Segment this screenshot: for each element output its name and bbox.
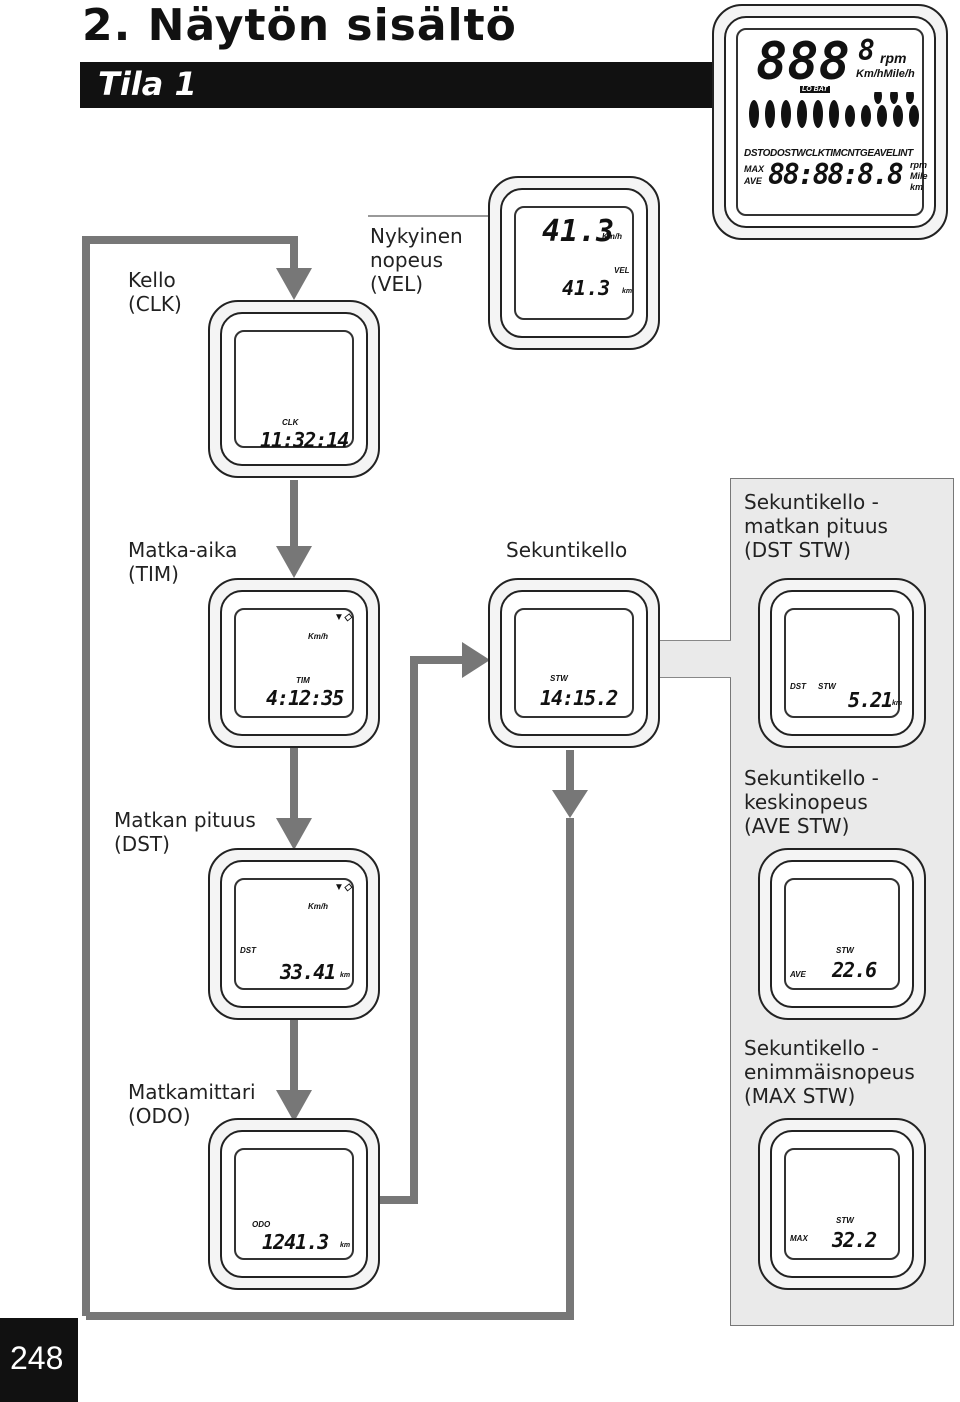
device-max-stw: STW MAX 32.2: [758, 1118, 926, 1290]
odo-value: 1241.3: [262, 1230, 329, 1254]
full-small-digit: 8: [858, 34, 875, 67]
dst-stw-unit: km: [892, 700, 903, 707]
tim-speed-unit: Km/h: [308, 632, 328, 641]
tim-value: 4:12:35: [266, 686, 344, 710]
stw-value: 14:15.2: [540, 686, 618, 710]
device-vel: 41.3 Km/h VEL 41.3 km: [488, 176, 660, 350]
full-max: MAX: [744, 164, 764, 174]
label-dst: Matkan pituus (DST): [114, 808, 256, 856]
arrow-line-odo-stw: [380, 656, 462, 1204]
page-number: 248: [10, 1340, 64, 1376]
lo-bat-indicator: LO BAT: [800, 86, 830, 93]
max-stw-value: 32.2: [832, 1228, 877, 1252]
label-stopwatch: Sekuntikello: [506, 538, 628, 562]
ave-stw-mode: AVE: [790, 970, 806, 979]
dst-speed-unit: Km/h: [308, 902, 328, 911]
device-odo: ODO 1241.3 km: [208, 1118, 380, 1290]
full-km: km: [910, 182, 924, 192]
vel-top-unit: Km/h: [602, 232, 622, 241]
dst-unit: km: [340, 972, 351, 979]
arrow-head-dst: [276, 818, 312, 850]
ave-stw-mode2: STW: [836, 946, 854, 955]
page-title: 2. Näytön sisältö: [82, 0, 517, 51]
label-odo: Matkamittari (ODO): [128, 1080, 256, 1128]
clk-mode: CLK: [282, 418, 299, 427]
ave-stw-value: 22.6: [832, 958, 877, 982]
full-mile: Mile: [910, 171, 928, 181]
arrow-head-odo: [276, 1090, 312, 1122]
label-dst-stw: Sekuntikello - matkan pituus (DST STW): [744, 490, 888, 562]
panel-connector: [655, 640, 731, 678]
device-stw: STW 14:15.2: [488, 578, 660, 748]
tim-arrow-icons: ▼◇: [334, 612, 352, 623]
page-number-box: 248: [0, 1318, 78, 1402]
arrow-head-tim: [276, 546, 312, 578]
device-dst: ▼◇ Km/h DST 33.41 km: [208, 848, 380, 1020]
label-max-stw: Sekuntikello - enimmäisnopeus (MAX STW): [744, 1036, 915, 1108]
label-ave-stw: Sekuntikello - keskinopeus (AVE STW): [744, 766, 879, 838]
full-rpm: rpm: [880, 50, 907, 66]
device-dst-stw: DST STW 5.21 km: [758, 578, 926, 748]
full-mode-row: DSTODOSTWCLKTIMCNTGEAVELINT: [744, 148, 913, 159]
label-vel: Nykyinen nopeus (VEL): [370, 224, 463, 296]
label-tim: Matka-aika (TIM): [128, 538, 238, 586]
clk-value: 11:32:14: [260, 428, 349, 452]
vel-top-value: 41.3: [542, 214, 615, 249]
stw-mode: STW: [550, 674, 568, 683]
dst-stw-mode2: STW: [818, 682, 836, 691]
full-top-digits: 888: [756, 32, 850, 92]
arrow-head-stw: [462, 642, 490, 678]
mode-label: Tila 1: [98, 65, 197, 103]
loop-line-left: [82, 236, 298, 1316]
odo-mode: ODO: [252, 1220, 271, 1229]
segment-ovals: [749, 92, 919, 128]
vel-mode: VEL: [614, 266, 630, 275]
dst-value: 33.41: [280, 960, 336, 984]
odo-unit: km: [340, 1242, 351, 1249]
vel-unit: km: [622, 288, 633, 295]
full-display-device: 888 8 rpm Km/hMile/h LO BAT DSTODOSTWCLK…: [712, 4, 948, 240]
label-clk: Kello (CLK): [128, 268, 182, 316]
device-clk: CLK 11:32:14: [208, 300, 380, 478]
dst-stw-value: 5.21: [848, 688, 893, 712]
max-stw-mode2: STW: [836, 1216, 854, 1225]
arrow-head-stw-down: [552, 790, 588, 818]
full-ave: AVE: [744, 176, 762, 186]
dst-arrow-icons: ▼◇: [334, 882, 352, 893]
full-bottom-digits: 88:88:8.8: [768, 158, 904, 191]
full-speed-units: Km/hMile/h: [856, 68, 915, 80]
full-rpm2: rpm: [910, 160, 928, 170]
arrow-head-clk: [276, 268, 312, 300]
loop-line-bottom: [86, 818, 574, 1320]
device-ave-stw: STW AVE 22.6: [758, 848, 926, 1020]
dst-mode: DST: [240, 946, 256, 955]
mode-banner: Tila 1: [80, 62, 720, 108]
device-tim: ▼◇ Km/h TIM 4:12:35: [208, 578, 380, 748]
max-stw-mode: MAX: [790, 1234, 808, 1243]
dst-stw-mode: DST: [790, 682, 806, 691]
tim-mode: TIM: [296, 676, 310, 685]
vel-value: 41.3: [562, 276, 611, 300]
